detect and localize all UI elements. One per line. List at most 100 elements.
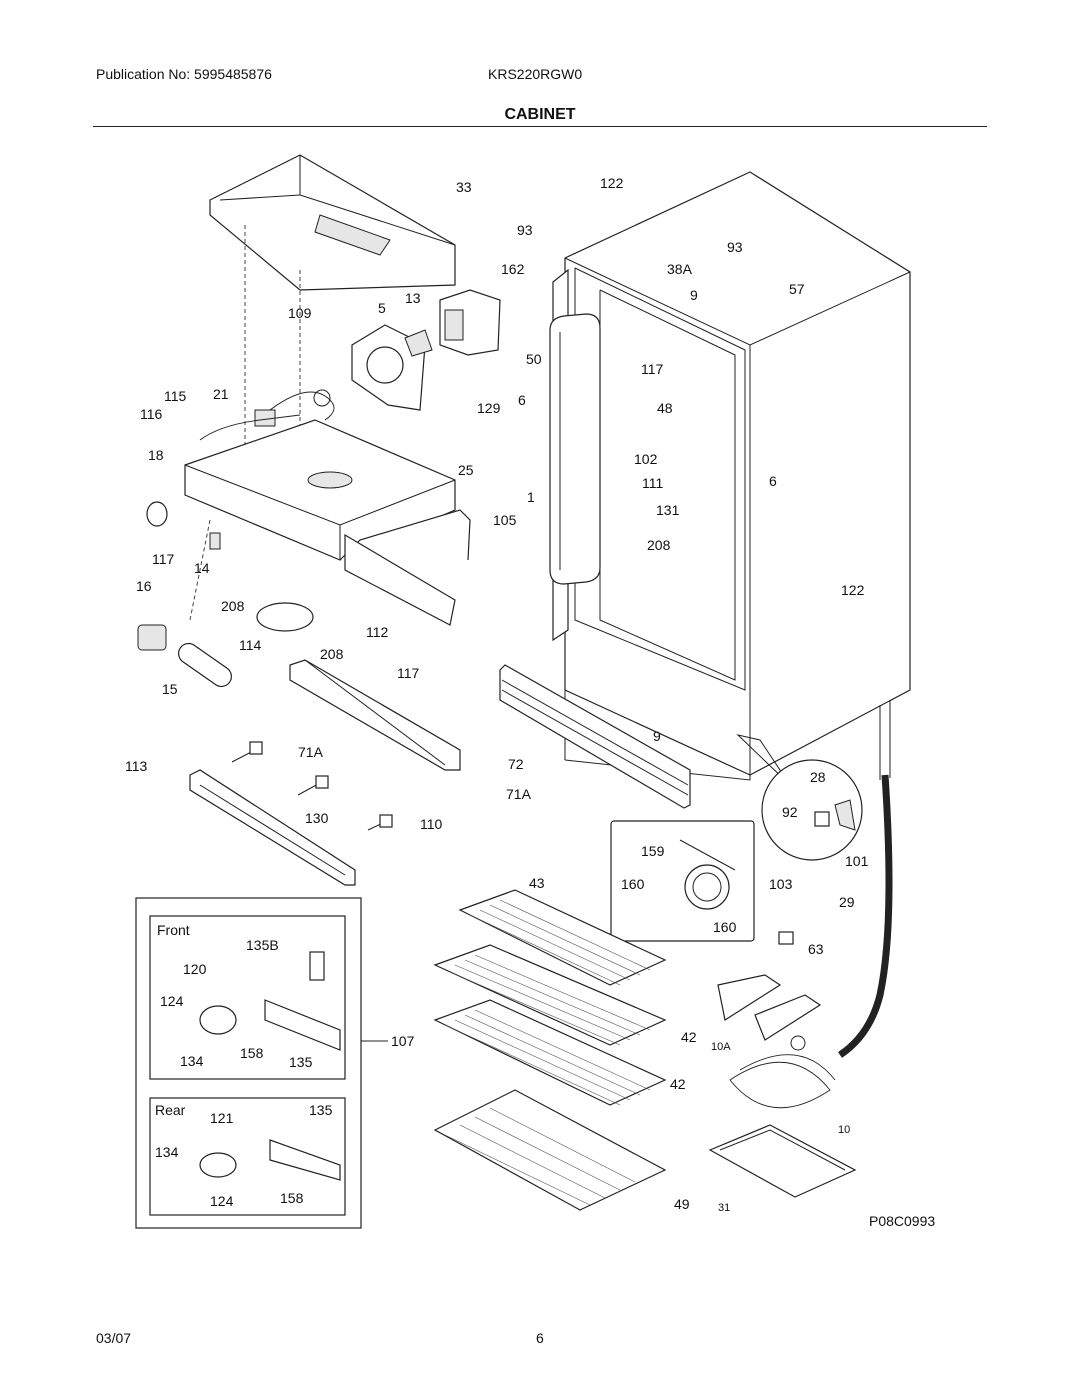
callout: 9: [653, 728, 661, 744]
inset-label: 135: [289, 1054, 313, 1070]
callout: 63: [808, 941, 824, 957]
callout: 6: [518, 392, 526, 408]
inset-rear-title: Rear: [155, 1102, 186, 1118]
thermostat-inset: [610, 820, 755, 942]
callout: 71A: [298, 744, 324, 760]
callout: 10A: [711, 1041, 731, 1053]
callout: 25: [458, 462, 474, 478]
inset-label: 124: [160, 993, 184, 1009]
model-number: KRS220RGW0: [488, 66, 583, 82]
callout: 42: [670, 1076, 686, 1092]
callout: 102: [634, 451, 658, 467]
callout: 208: [221, 598, 245, 614]
fan-motor-assembly: [351, 289, 501, 411]
casters-inset: [135, 897, 388, 1229]
inset-label: 120: [183, 961, 207, 977]
callout: 115: [164, 388, 187, 404]
callout: 109: [288, 305, 312, 321]
page-number: 6: [536, 1330, 544, 1346]
defrost-heater: [708, 974, 857, 1198]
inset-label: 134: [180, 1053, 204, 1069]
power-cord: [778, 774, 893, 1058]
callout: 110: [420, 816, 443, 832]
inset-label: 135: [309, 1102, 333, 1118]
callout: 50: [526, 351, 542, 367]
door-trim-strip: [549, 313, 601, 585]
callout: 48: [657, 400, 673, 416]
callout: 117: [152, 551, 175, 567]
inset-label: 135B: [246, 937, 279, 953]
callout: 18: [148, 447, 164, 463]
callout: 42: [681, 1029, 697, 1045]
callout: 122: [600, 175, 624, 191]
callout: 1: [527, 489, 535, 505]
callout: 72: [508, 756, 524, 772]
inset-label: 158: [240, 1045, 264, 1061]
callout: 117: [641, 361, 664, 377]
callout: 105: [493, 512, 517, 528]
inset-front-title: Front: [157, 922, 190, 938]
callout: 15: [162, 681, 178, 697]
callout: 93: [727, 239, 743, 255]
callout: 6: [769, 473, 777, 489]
callout: 112: [366, 624, 389, 640]
publication-number: Publication No: 5995485876: [96, 66, 272, 82]
evaporator-cover: [184, 419, 471, 626]
callout: 122: [841, 582, 865, 598]
cabinet-body: [552, 171, 911, 781]
callout: 130: [305, 810, 329, 826]
callout: 57: [789, 281, 805, 297]
inset-label: 121: [210, 1110, 234, 1126]
toe-grille: [499, 664, 691, 809]
inset-label: 134: [155, 1144, 179, 1160]
callout: 92: [782, 804, 798, 820]
callout: 29: [839, 894, 855, 910]
callout: 31: [718, 1202, 730, 1214]
callout: 9: [690, 287, 698, 303]
callout: 5: [378, 300, 386, 316]
callout: 162: [501, 261, 525, 277]
callout: 113: [125, 758, 148, 774]
callout: 208: [647, 537, 671, 553]
callout: 49: [674, 1196, 690, 1212]
callout: 114: [239, 637, 262, 653]
top-shroud: [209, 154, 456, 450]
callout: 129: [477, 400, 501, 416]
leveling-bolts: [231, 741, 393, 831]
callout: 117: [397, 665, 420, 681]
callout: 101: [845, 853, 869, 869]
callout: 13: [405, 290, 421, 306]
callout: 208: [320, 646, 344, 662]
callout: 159: [641, 843, 665, 859]
callout: 93: [517, 222, 533, 238]
callout: 103: [769, 876, 793, 892]
callout: 160: [621, 876, 645, 892]
control-rail: [289, 659, 461, 771]
wire-shelves: [433, 889, 667, 1211]
callout: 116: [140, 406, 163, 422]
page-title: CABINET: [504, 106, 576, 123]
callout: 16: [136, 578, 152, 594]
wiring-harness: [199, 389, 335, 441]
callout: 38A: [667, 261, 693, 277]
figure-code: P08C0993: [869, 1213, 936, 1229]
title-rule: [93, 126, 987, 127]
callout: 28: [810, 769, 826, 785]
callout: 131: [656, 502, 680, 518]
inset-label: 124: [210, 1193, 234, 1209]
light-assembly: [137, 501, 314, 688]
inset-label: 158: [280, 1190, 304, 1206]
callout: 107: [391, 1033, 415, 1049]
hinge-detail: [736, 734, 863, 861]
callout: 43: [529, 875, 545, 891]
footer-date: 03/07: [96, 1330, 132, 1346]
callout: 10: [838, 1124, 850, 1136]
kickplate: [189, 769, 356, 886]
callout-labels: 33 122 93 162 93 38A 9 57 5 13 109 50 11…: [125, 175, 869, 1214]
callout: 71A: [506, 786, 532, 802]
callout: 160: [713, 919, 737, 935]
callout: 14: [194, 560, 210, 576]
callout: 21: [213, 386, 229, 402]
callout: 33: [456, 179, 472, 195]
